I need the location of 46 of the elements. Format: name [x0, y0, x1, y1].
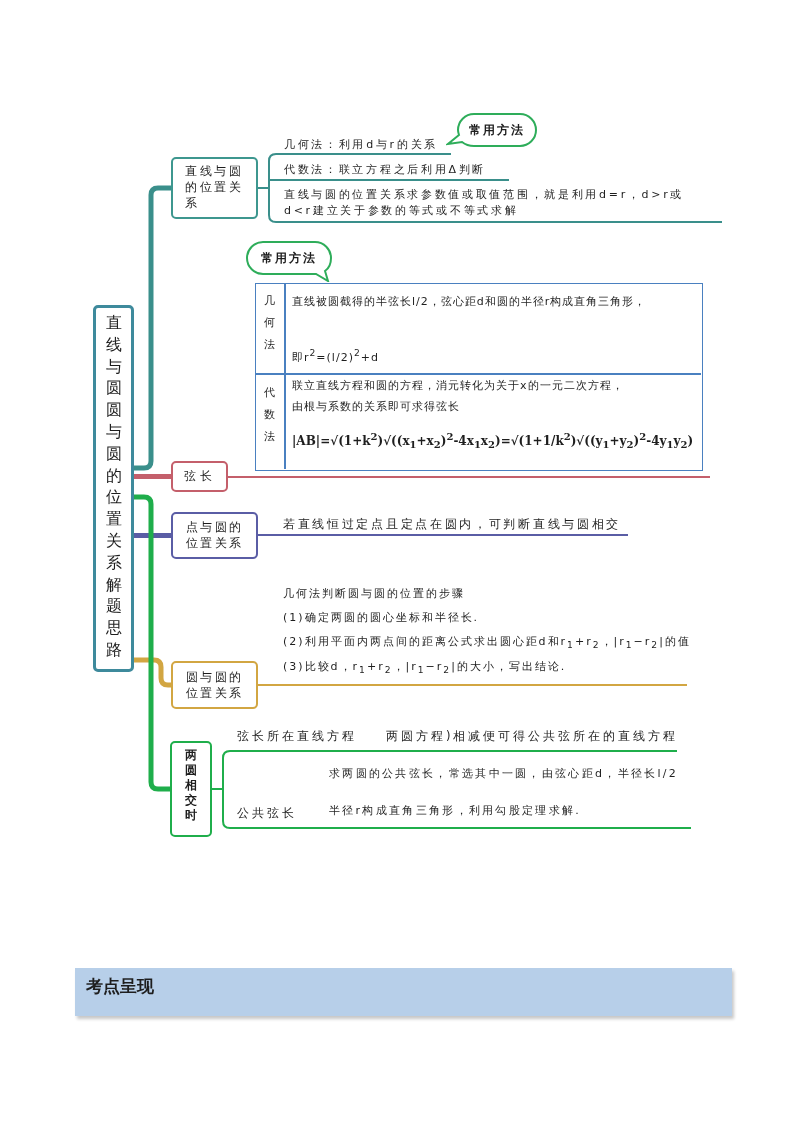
underlined-topic: 几何法：利用d与r的关系: [280, 136, 451, 155]
underlined-topic: 若直线恒过定点且定点在圆内，可判断直线与圆相交: [275, 515, 628, 536]
formula: |AB|=√(1+k$^{2}$)√((x$_{1}$+x$_{2}$)$^{2}$-4x$_{1}$x$_{2}$)=√(1+1/k$^{2}$)√((y$_{1}$+y$_{2}$)$^{2}$-4y$_{1}$y$_{2}$): [292, 430, 694, 453]
underlined-topic: [232, 727, 677, 752]
branch-line: [257, 187, 271, 189]
topic-text: 两圆方程)相减便可得公共弦所在的直线方程: [386, 728, 679, 745]
topic-text: 公共弦长: [237, 805, 297, 822]
topic-box: 直线与圆的位置关系: [171, 157, 258, 219]
branch-line: [134, 474, 171, 479]
branch-line: [134, 494, 170, 792]
branch-line: [227, 476, 246, 478]
row-header: 几何法: [263, 293, 276, 353]
central-topic-box: 直线与圆圆与圆的位置关系解题思路: [93, 305, 134, 672]
formula: 即r$^{2}$=(l/2)$^{2}$+d: [292, 346, 379, 366]
speech-bubble: [446, 113, 538, 147]
topic-text: 几何法判断圆与圆的位置的步骤: [283, 586, 465, 602]
underlined-topic: 代数法：联立方程之后利用Δ判断: [280, 161, 509, 181]
topic-text: 弦长所在直线方程: [237, 728, 357, 745]
callout-text: 常用方法: [468, 122, 526, 139]
branch-line: [222, 750, 233, 789]
branch-line: [257, 534, 276, 536]
topic-box: 圆与圆的位置关系: [171, 661, 258, 709]
cell-text: 联立直线方程和圆的方程，消元转化为关于x的一元二次方程，由根与系数的关系即可求得弦长: [292, 378, 625, 415]
topic-text: 求两圆的公共弦长，常选其中一圆，由弦心距d，半径长l/2半径r构成直角三角形，利用勾股定理求解.: [329, 766, 680, 819]
branch-line: [268, 179, 270, 188]
topic-text: (2)利用平面内两点间的距离公式求出圆心距d和r$_{1}$+r$_{2}$，|r$_{1}$−r$_{2}$|的值: [283, 634, 691, 653]
branch-line: [268, 188, 281, 223]
branch-line: [134, 533, 171, 538]
branch-line: [134, 657, 171, 688]
section-header-band: 考点呈现: [75, 968, 732, 1016]
topic-box: 点与圆的位置关系: [171, 512, 258, 559]
topic-text: (1)确定两圆的圆心坐标和半径长.: [283, 610, 480, 626]
branch-line: [211, 788, 225, 790]
underlined-topic: 直线与圆的位置关系求参数值或取值范围，就是利用d=r，d>r或d<r建立关于参数的等式或不等式求解: [280, 186, 722, 223]
topic-text: (3)比较d，r$_{1}$+r$_{2}$，|r$_{1}$−r$_{2}$|的大小，写出结论.: [283, 659, 567, 678]
branch-line: [268, 153, 281, 181]
branch-line: [222, 789, 233, 829]
speech-bubble: [246, 241, 332, 282]
callout-text: 常用方法: [260, 250, 318, 267]
topic-box: 弦长: [171, 461, 228, 492]
cell-text: 直线被圆截得的半弦长l/2，弦心距d和圆的半径r构成直角三角形，: [292, 294, 647, 310]
branch-line: [257, 684, 276, 686]
branch-line: [269, 179, 281, 181]
row-header: 代数法: [263, 385, 276, 445]
topic-box: 两圆相交时: [170, 741, 212, 837]
branch-line: [134, 185, 171, 471]
